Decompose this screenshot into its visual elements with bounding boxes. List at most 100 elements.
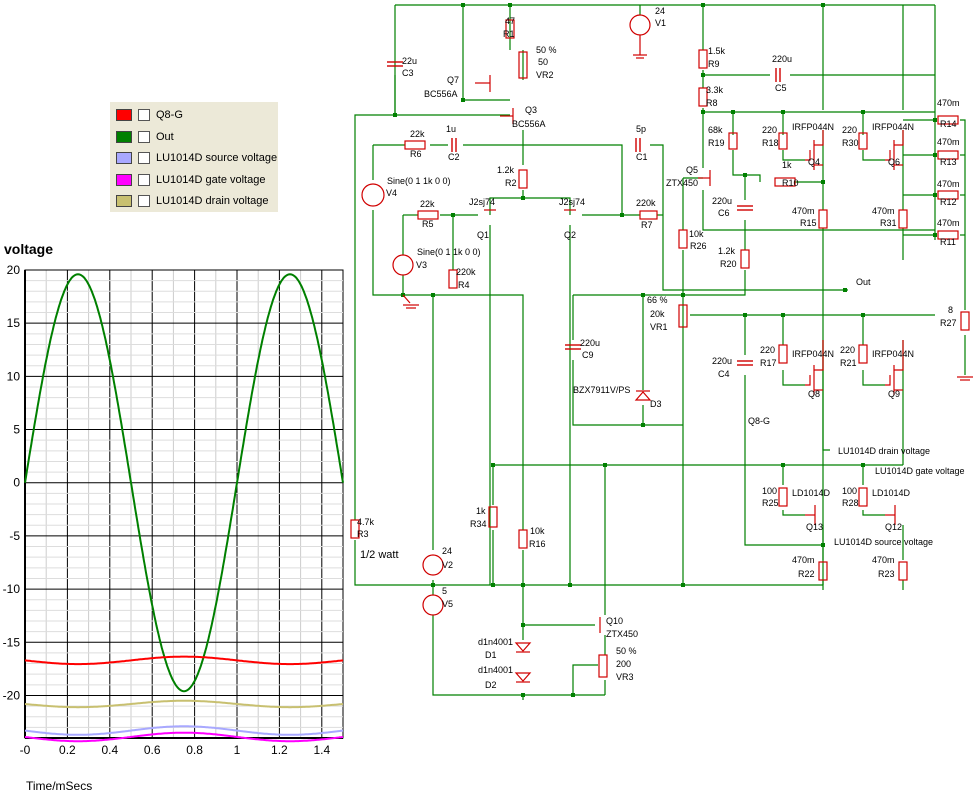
wires — [354, 4, 966, 700]
y-tick-label: -20 — [3, 688, 21, 702]
x-tick-label: 0.8 — [186, 743, 203, 757]
component-label: d1n4001 — [478, 665, 513, 675]
component-label: 1k — [782, 160, 792, 170]
component-label: R9 — [708, 59, 720, 69]
component-label: D2 — [485, 680, 497, 690]
component-label: V2 — [442, 560, 453, 570]
component-label: 24 — [655, 6, 665, 16]
component-label: 24 — [442, 546, 452, 556]
legend-label: Out — [156, 130, 174, 143]
component-label: V3 — [416, 260, 427, 270]
component-label: 100 — [842, 486, 857, 496]
component-label: 68k — [708, 125, 723, 135]
component-label: 5p — [636, 124, 646, 134]
component-label: Sine(0 1 1k 0 0) — [417, 247, 481, 257]
component-label: R13 — [940, 157, 957, 167]
component-label: ZTX450 — [606, 629, 638, 639]
component-label: 66 % — [647, 295, 668, 305]
component-label: 22u — [402, 56, 417, 66]
component-label: Q8 — [808, 389, 820, 399]
component-label: LD1014D — [872, 488, 911, 498]
component-label: C3 — [402, 68, 414, 78]
component-label: 220 — [842, 125, 857, 135]
component-label: R21 — [840, 358, 857, 368]
component-label: 10k — [530, 526, 545, 536]
y-tick-label: -15 — [3, 635, 21, 649]
legend-checkbox[interactable] — [138, 109, 150, 121]
component-label: R16 — [529, 539, 546, 549]
component-label: R15 — [800, 218, 817, 228]
series-line-q8-g — [24, 655, 344, 666]
component-label: 1/2 watt — [360, 549, 399, 561]
component-label: 4.7k — [357, 517, 375, 527]
y-tick-label: -10 — [3, 582, 21, 596]
component-label: 470m — [937, 179, 960, 189]
component-label: 1.2k — [497, 165, 515, 175]
component-label: Sine(0 1 1k 0 0) — [387, 176, 451, 186]
component-label: 470m — [872, 555, 895, 565]
x-tick-label: 1.4 — [313, 743, 330, 757]
component-label: V5 — [442, 599, 453, 609]
component-label: C6 — [718, 208, 730, 218]
component-label: R6 — [410, 149, 422, 159]
component-label: 3.3k — [706, 85, 724, 95]
x-tick-label: 0.2 — [59, 743, 76, 757]
component-label: 47 — [505, 16, 515, 26]
component-label: IRFP044N — [792, 122, 834, 132]
component-label: 10k — [689, 229, 704, 239]
component-label: 22k — [420, 199, 435, 209]
component-label: Q4 — [808, 157, 820, 167]
component-label: R25 — [762, 498, 779, 508]
component-label: Q2 — [564, 230, 576, 240]
series-line-out — [24, 273, 344, 693]
legend-swatch — [116, 109, 132, 121]
series-line-lu1014d-source-voltage — [24, 725, 344, 736]
component-label: LU1014D source voltage — [834, 537, 933, 547]
legend-item[interactable]: Out — [116, 128, 174, 146]
component-label: R20 — [720, 259, 737, 269]
component-label: R14 — [940, 119, 957, 129]
component-label: D3 — [650, 399, 662, 409]
legend-checkbox[interactable] — [138, 130, 150, 143]
component-label: 470m — [792, 206, 815, 216]
legend-checkbox[interactable] — [138, 173, 150, 186]
component-label: R1 — [503, 29, 515, 39]
component-label: R7 — [641, 220, 653, 230]
component-label: 470m — [872, 206, 895, 216]
components — [350, 14, 973, 683]
component-label: R12 — [940, 197, 957, 207]
legend-item[interactable]: Q8-G — [116, 106, 183, 124]
component-label: R5 — [422, 219, 434, 229]
junctions — [393, 3, 937, 697]
y-tick-label: 15 — [7, 316, 21, 330]
component-label: IRFP044N — [792, 349, 834, 359]
component-label: Q7 — [447, 75, 459, 85]
x-tick-label: 0.4 — [101, 743, 118, 757]
component-label: 220u — [580, 338, 600, 348]
legend-item[interactable]: LU1014D source voltage — [116, 149, 277, 167]
component-label: d1n4001 — [478, 637, 513, 647]
component-label: 470m — [792, 555, 815, 565]
x-tick-label: 0.6 — [144, 743, 161, 757]
legend-swatch — [116, 195, 132, 207]
component-label: R2 — [505, 178, 517, 188]
x-tick-label: 1.2 — [271, 743, 288, 757]
legend-item[interactable]: LU1014D drain voltage — [116, 192, 269, 210]
x-tick-label: -0 — [20, 743, 31, 757]
component-label: C2 — [448, 152, 460, 162]
component-label: 220u — [712, 196, 732, 206]
component-label: V1 — [655, 18, 666, 28]
component-label: C1 — [636, 152, 648, 162]
component-label: 100 — [762, 486, 777, 496]
y-tick-label: 0 — [13, 476, 20, 490]
legend-item[interactable]: LU1014D gate voltage — [116, 171, 265, 189]
component-label: VR1 — [650, 322, 668, 332]
component-label: BC556A — [512, 119, 546, 129]
component-label: 50 % — [536, 45, 557, 55]
legend-label: LU1014D drain voltage — [156, 195, 269, 207]
y-tick-label: 10 — [7, 369, 21, 383]
legend-checkbox[interactable] — [138, 152, 150, 164]
legend-checkbox[interactable] — [138, 195, 150, 207]
